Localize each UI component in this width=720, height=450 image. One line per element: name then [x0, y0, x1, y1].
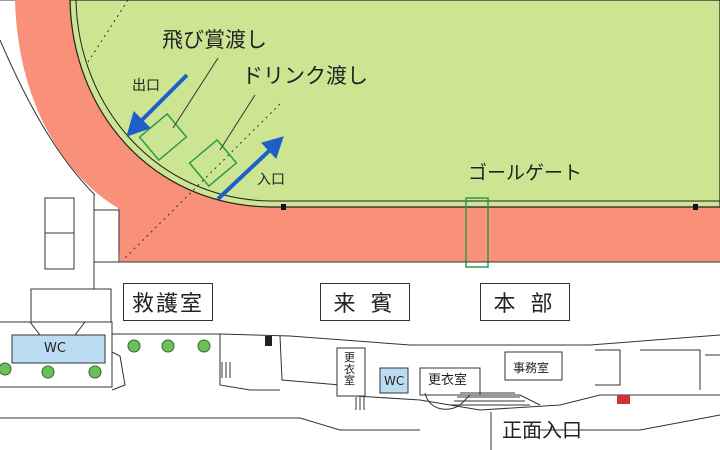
entrance-label: 入口 [257, 172, 285, 188]
changing-room-1 [336, 347, 366, 397]
changing-room-1-label: 更衣室 [344, 351, 355, 388]
inner-lane-line [75, 0, 720, 202]
building [30, 288, 112, 323]
headquarters-room: 本 部 [480, 283, 570, 321]
track-marker [281, 204, 286, 210]
stand-block [44, 232, 75, 270]
track-marker [693, 204, 698, 210]
office-label: 事務室 [513, 361, 550, 375]
drink-handover-label: ドリンク渡し [242, 64, 368, 88]
stand-block [44, 197, 75, 234]
wc-center [379, 367, 409, 394]
stairs [221, 362, 530, 410]
drink-handover-zone [188, 138, 238, 188]
wc-left-label: WC [44, 341, 66, 356]
dotted-line [87, 0, 129, 63]
main-entrance-label: 正面入口 [502, 418, 582, 442]
office [504, 351, 563, 381]
exit-label: 出口 [132, 78, 160, 94]
guests-room: 来 賓 [320, 283, 410, 321]
changing-room-2 [419, 367, 481, 396]
trees [0, 339, 211, 379]
goal-gate [465, 197, 489, 268]
wc-left [11, 334, 106, 364]
entrance-arrow [216, 136, 284, 201]
dotted-line [124, 103, 281, 259]
prize-handover-zone [138, 112, 188, 162]
exit-arrow [126, 73, 189, 137]
stand-block [93, 209, 120, 263]
leader-line [219, 94, 256, 151]
goal-gate-label: ゴールゲート [468, 162, 583, 184]
prize-handover-label: 飛び賞渡し [162, 28, 267, 52]
stand-edge [0, 39, 96, 196]
wc-center-label: WC [384, 374, 405, 388]
changing-room-2-label: 更衣室 [428, 373, 468, 388]
leader-line [172, 57, 219, 129]
infield [69, 0, 720, 208]
first-aid-room: 救護室 [123, 283, 213, 321]
